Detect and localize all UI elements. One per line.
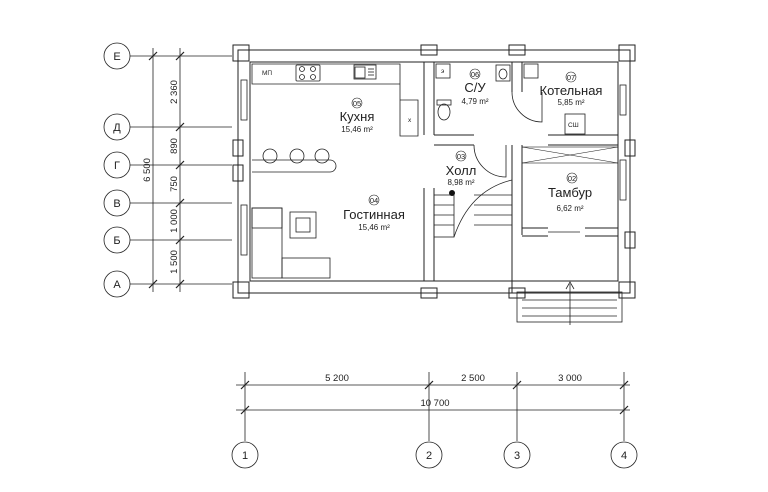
axis-label: 1 (242, 450, 248, 462)
axis-label: Б (113, 235, 120, 247)
room-area: 15,46 m² (341, 125, 373, 134)
dim-segment: 890 (169, 138, 180, 154)
axis-label: Е (113, 51, 120, 63)
axis-label: В (113, 198, 120, 210)
windows (240, 79, 627, 256)
room-name: Кухня (340, 109, 375, 124)
letter-axis-labels: Е Д Г В Б А (113, 51, 121, 291)
dim-segment: 3 000 (558, 373, 582, 384)
dim-segment: 2 360 (169, 80, 180, 104)
axis-label: 2 (426, 450, 432, 462)
room-living: 04 Гостинная 15,46 m² (343, 194, 405, 232)
dim-segment: 1 500 (169, 250, 180, 274)
axis-label: А (113, 279, 121, 291)
room-hall: 03 Холл 8,98 m² (446, 150, 477, 187)
letter-axes (103, 42, 232, 298)
room-name: Холл (446, 163, 477, 178)
bathroom-fixtures (435, 63, 543, 123)
room-area: 15,46 m² (358, 223, 390, 232)
axis-label: 3 (514, 450, 520, 462)
fixture-label-mp: МП (262, 70, 272, 77)
vertical-dimensions: 6 500 2 360 890 750 1 000 1 500 (142, 80, 180, 274)
room-area: 8,98 m² (447, 178, 474, 187)
room-name: Котельная (540, 83, 603, 98)
room-boiler: 07 Котельная 5,85 m² (540, 71, 603, 107)
room-area: 5,85 m² (557, 98, 584, 107)
room-number: 03 (457, 152, 465, 161)
room-area: 4,79 m² (461, 97, 488, 106)
stair-marker (449, 190, 455, 196)
room-number: 06 (471, 70, 479, 79)
dim-segment: 750 (169, 176, 180, 192)
number-axis-labels: 1 2 3 4 (242, 450, 627, 462)
fixture-label-x: х (408, 117, 412, 124)
room-number: 07 (567, 73, 575, 82)
room-bathroom: 06 С/У 4,79 m² (461, 68, 489, 106)
living-furniture (251, 207, 331, 279)
axis-label: Г (114, 160, 120, 172)
boiler-fixtures (523, 63, 586, 135)
room-number: 04 (370, 196, 378, 205)
fixture-label-e: э (441, 68, 445, 75)
porch (516, 231, 623, 325)
horizontal-dimensions: 5 200 2 500 3 000 10 700 (325, 373, 582, 409)
room-name: С/У (464, 80, 486, 95)
dim-segment: 5 200 (325, 373, 349, 384)
dim-segment: 1 000 (169, 209, 180, 233)
room-name: Тамбур (548, 185, 592, 200)
room-name: Гостинная (343, 207, 405, 222)
dim-total: 10 700 (420, 398, 449, 409)
dim-total: 6 500 (142, 158, 153, 182)
axis-label: 4 (621, 450, 627, 462)
axis-label: Д (113, 122, 121, 134)
walls (232, 44, 636, 299)
room-area: 6,62 m² (556, 204, 583, 213)
fixture-label-sh: СШ (568, 122, 579, 129)
stairs (433, 144, 513, 238)
vestibule-wardrobe (521, 146, 619, 164)
room-kitchen: 05 Кухня 15,46 m² (340, 97, 375, 134)
room-number: 05 (353, 99, 361, 108)
room-number: 02 (568, 174, 576, 183)
dim-segment: 2 500 (461, 373, 485, 384)
room-vestibule: 02 Тамбур 6,62 m² (548, 172, 592, 213)
kitchen-furniture (251, 63, 419, 173)
number-axes (231, 372, 638, 469)
